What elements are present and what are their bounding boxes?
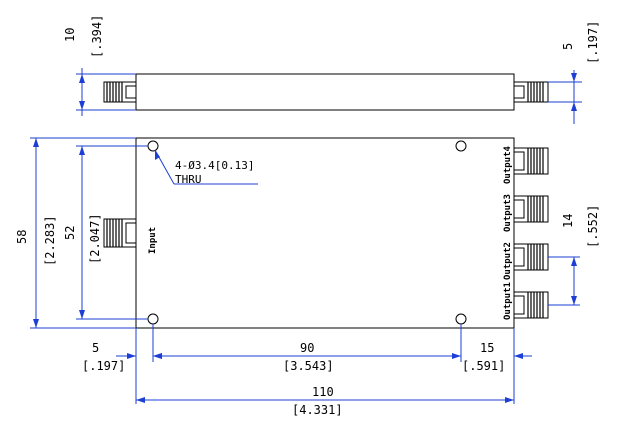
port-pitch-in: [.552]: [586, 205, 600, 248]
top-view: 4-Ø3.4[0.13] THRU Input: [15, 137, 600, 417]
side-connector-in: [.197]: [586, 21, 600, 64]
output-connector-2: [513, 243, 549, 271]
left-offset-in: [.197]: [82, 359, 125, 373]
hole-note-leader: [154, 149, 258, 185]
overall-height-mm: 58: [15, 230, 29, 244]
output-label-4: Output4: [503, 145, 513, 184]
right-offset-mm: 15: [480, 341, 494, 355]
mounting-hole-bottom-left: [147, 313, 159, 325]
side-left-connector: [103, 81, 137, 103]
side-height-mm: 10: [63, 28, 77, 42]
overall-height-in: [2.283]: [43, 215, 57, 266]
dim-hole-pitch-vertical: [76, 145, 148, 320]
mounting-hole-top-left: [147, 140, 159, 152]
output-connector-4: [513, 147, 549, 175]
side-connector-mm: 5: [561, 43, 575, 50]
left-offset-mm: 5: [92, 341, 99, 355]
hole-note-thru: THRU: [175, 173, 202, 186]
mounting-hole-top-right: [455, 140, 467, 152]
hole-pitch-v-mm: 52: [63, 226, 77, 240]
input-connector: [103, 218, 137, 248]
hole-note-size: 4-Ø3.4[0.13]: [175, 159, 254, 172]
dim-overall-height: [30, 137, 136, 329]
mounting-hole-bottom-right: [455, 313, 467, 325]
output-connector-1: [513, 291, 549, 319]
output-label-3: Output3: [503, 194, 513, 232]
dim-right-offset: [514, 353, 532, 359]
overall-width-in: [4.331]: [292, 403, 343, 417]
output-label-1: Output1: [503, 282, 513, 320]
side-view-body: [135, 73, 515, 111]
output-connector-3: [513, 195, 549, 223]
side-right-connector: [513, 81, 549, 103]
side-height-in: [.394]: [90, 15, 104, 58]
dim-overall-width: [136, 397, 514, 403]
input-label: Input: [148, 227, 158, 254]
overall-width-mm: 110: [312, 385, 334, 399]
output-label-2: Output2: [503, 242, 513, 280]
dim-side-connector: [548, 70, 582, 124]
dim-port-pitch: [548, 256, 580, 306]
hole-pitch-v-in: [2.047]: [88, 213, 102, 264]
port-pitch-mm: 14: [561, 214, 575, 228]
dim-hole-pitch-horizontal: [153, 353, 461, 359]
dim-side-height: [76, 68, 136, 116]
hole-pitch-h-in: [3.543]: [283, 359, 334, 373]
right-offset-in: [.591]: [462, 359, 505, 373]
side-view: 10 [.394] 5 [.197]: [63, 15, 600, 124]
hole-pitch-h-mm: 90: [300, 341, 314, 355]
